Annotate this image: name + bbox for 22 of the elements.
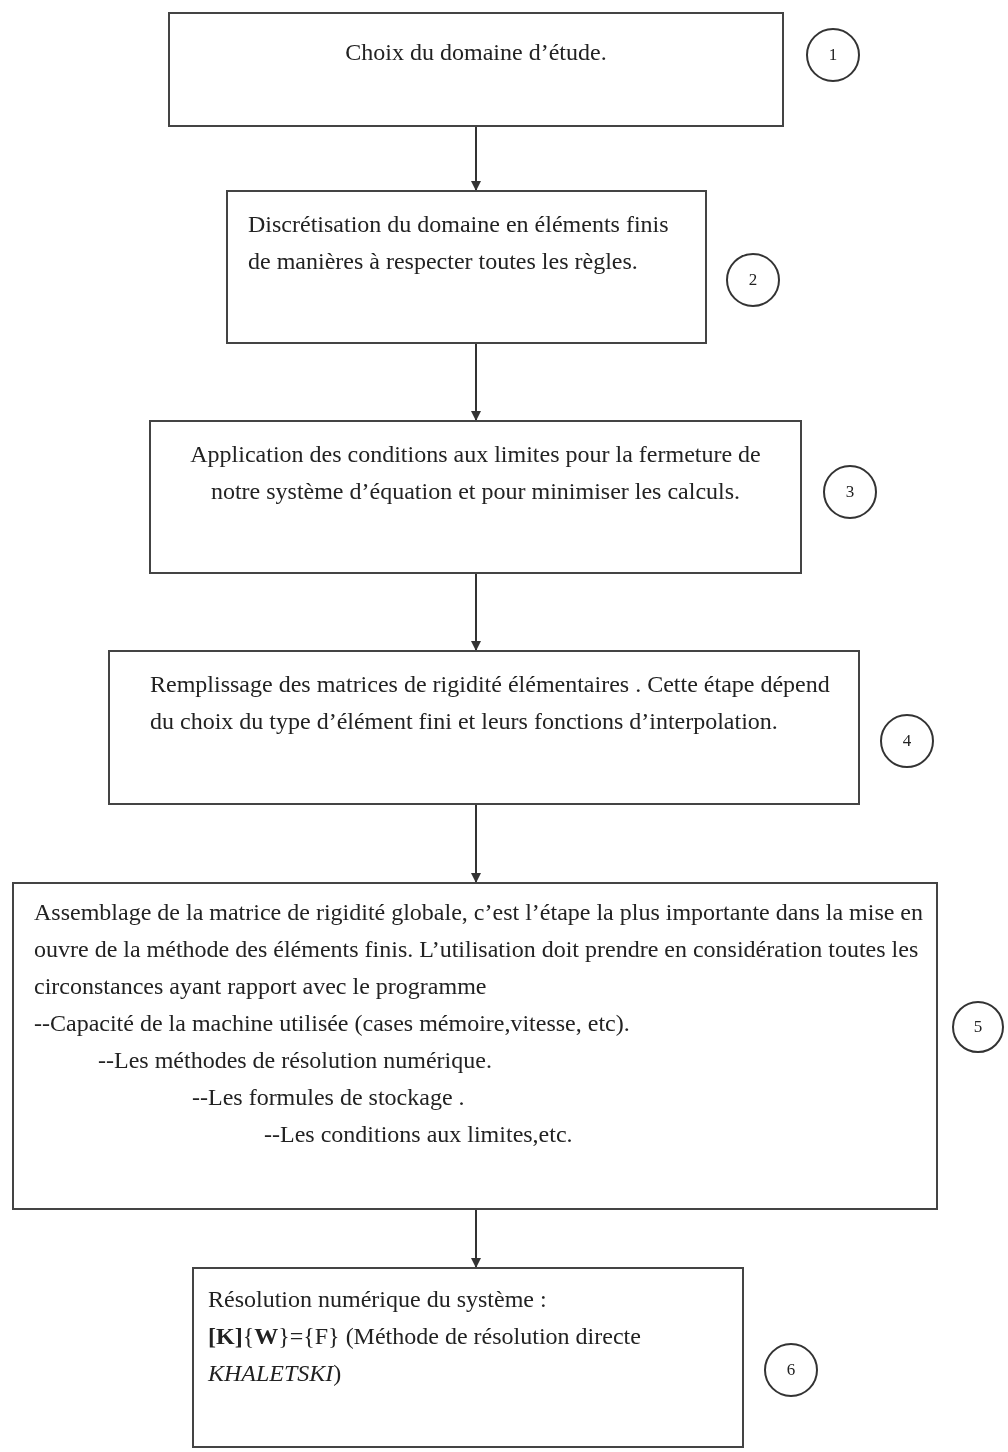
- step-text: --Les formules de stockage .: [192, 1083, 465, 1112]
- arrow: [471, 1209, 481, 1268]
- step-text: --Les méthodes de résolution numérique.: [98, 1046, 492, 1075]
- step-text: --Capacité de la machine utilisée (cases mémoire,vitesse, etc).: [34, 1009, 630, 1038]
- process-box: [192, 1267, 744, 1448]
- step-text: Résolution numérique du système :: [208, 1285, 548, 1314]
- arrow: [471, 804, 481, 883]
- step-text: Assemblage de la matrice de rigidité globale, c’est l’étape la plus importante dans la mise en ouvre de la méthode des éléments finis. L’utilisation doit prendre en considération toutes les circonstances ayant rapport avec le programme: [34, 898, 924, 1001]
- process-box: [149, 420, 802, 574]
- step-text: --Les conditions aux limites,etc.: [264, 1120, 573, 1149]
- step-text: Discrétisation du domaine en éléments finis de manières à respecter toutes les règles.: [248, 210, 670, 276]
- step-text: Choix du domaine d’étude.: [344, 38, 608, 67]
- arrow: [471, 126, 481, 191]
- process-box: [108, 650, 860, 805]
- arrow: [471, 343, 481, 421]
- process-box: [226, 190, 707, 344]
- arrow: [471, 573, 481, 651]
- process-box: [168, 12, 784, 127]
- step-text: [K]{W}={F} (Méthode de résolution directe KHALETSKI): [208, 1322, 642, 1388]
- step-text: Remplissage des matrices de rigidité élémentaires . Cette étape dépend du choix du type d’élément fini et leurs fonctions d’interpolation.: [150, 670, 831, 736]
- step-text: Application des conditions aux limites pour la fermeture de notre système d’équation et pour minimiser les calculs.: [189, 440, 762, 506]
- process-box: [12, 882, 938, 1210]
